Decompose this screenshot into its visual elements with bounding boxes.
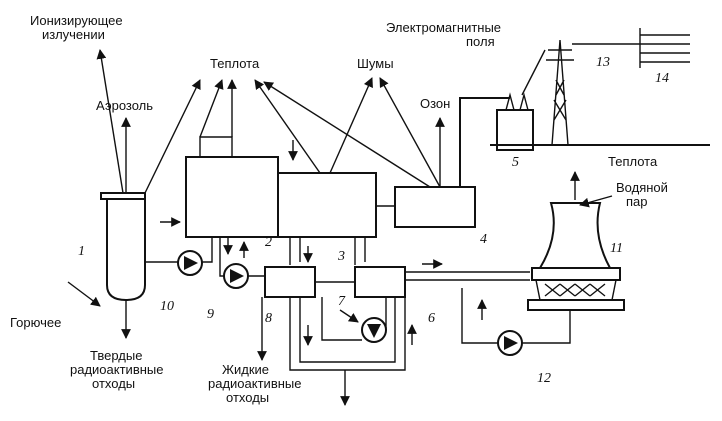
num-14: 14 <box>655 71 669 86</box>
emission-arrows <box>67 49 613 406</box>
num-13: 13 <box>596 55 610 70</box>
label-water-vapor-1: Водяной <box>616 180 668 195</box>
label-fuel: Горючее <box>10 315 61 330</box>
label-liquid-waste-3: отходы <box>226 390 269 405</box>
reactor-vessel <box>100 192 146 302</box>
label-heat-top: Теплота <box>210 56 260 71</box>
num-3: 3 <box>337 249 345 264</box>
label-water-vapor-2: пар <box>626 194 648 209</box>
transformer <box>459 92 534 187</box>
generator <box>394 186 476 228</box>
label-solid-waste-1: Твердые <box>90 348 142 363</box>
power-lines <box>639 28 690 68</box>
label-ionizing-2: излучении <box>42 27 105 42</box>
num-6: 6 <box>428 311 435 326</box>
label-em-fields-2: поля <box>466 34 495 49</box>
num-9: 9 <box>207 307 214 322</box>
condenser <box>354 266 406 298</box>
pump-10 <box>177 250 203 276</box>
num-2: 2 <box>265 235 272 250</box>
cooling-water-return <box>461 288 571 344</box>
cooling-tower <box>527 202 625 311</box>
label-liquid-waste-2: радиоактивные <box>208 376 301 391</box>
label-em-fields-1: Электромагнитные <box>386 20 501 35</box>
num-5: 5 <box>512 155 519 170</box>
turbine-block <box>278 172 377 238</box>
label-solid-waste-3: отходы <box>92 376 135 391</box>
num-10: 10 <box>160 299 174 314</box>
num-11: 11 <box>610 241 623 256</box>
condensate-loop <box>315 281 387 341</box>
primary-loop <box>145 237 265 277</box>
label-ozone: Озон <box>420 96 450 111</box>
label-noise: Шумы <box>357 56 394 71</box>
label-heat-right: Теплота <box>608 154 658 169</box>
label-ionizing-1: Ионизирующее <box>30 13 123 28</box>
label-aerosol: Аэрозоль <box>96 98 153 113</box>
label-solid-waste-2: радиоактивные <box>70 362 163 377</box>
heat-exchanger <box>264 266 316 298</box>
pump-7 <box>361 317 387 343</box>
text-labels: Ионизирующее излучении Аэрозоль Теплота … <box>10 13 668 405</box>
secondary-loop <box>289 297 406 371</box>
pump-12 <box>497 330 523 356</box>
cooling-water-in <box>405 271 530 281</box>
num-1: 1 <box>78 244 85 259</box>
num-12: 12 <box>537 371 551 386</box>
pipes-down <box>289 237 366 265</box>
num-7: 7 <box>338 294 346 309</box>
component-numbers: 1 2 3 4 5 6 7 8 9 10 11 12 13 14 <box>78 55 669 386</box>
pump-9 <box>223 263 249 289</box>
num-8: 8 <box>265 311 272 326</box>
num-4: 4 <box>480 232 487 247</box>
transmission-tower <box>521 39 640 146</box>
label-liquid-waste-1: Жидкие <box>222 362 269 377</box>
steam-generator <box>185 136 279 238</box>
